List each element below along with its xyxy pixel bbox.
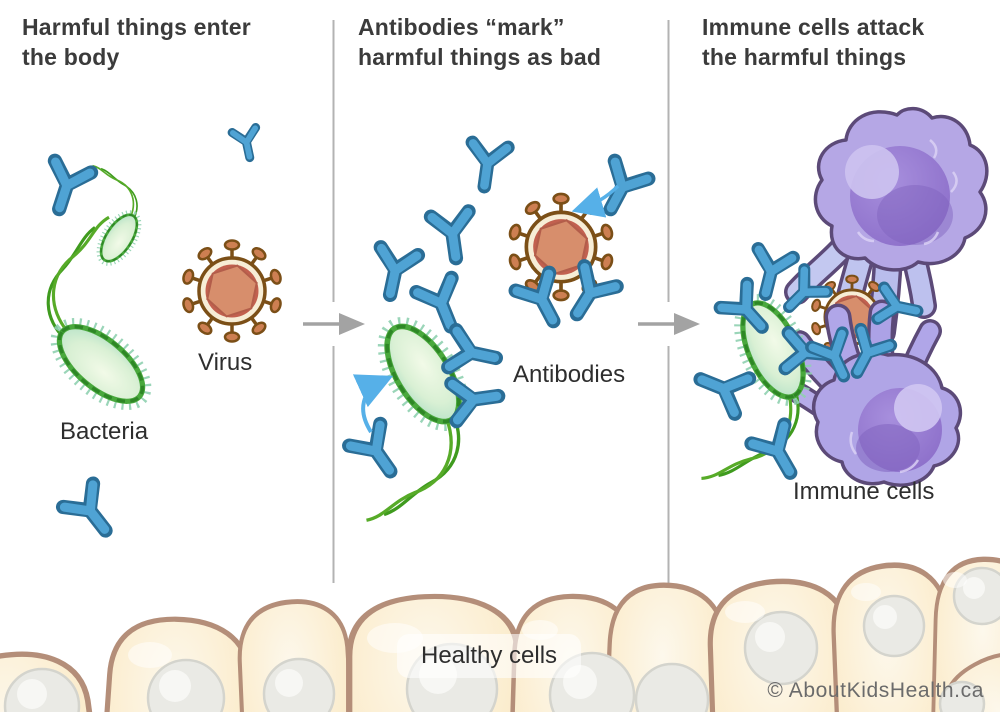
antibodies-label: Antibodies [513,361,626,388]
flow-arrow-icon [636,311,702,337]
bacteria-label: Bacteria [60,418,149,445]
mark-arrow-icon [571,184,620,218]
virus-icon [182,241,282,342]
immune-cells-label: Immune cells [793,478,935,505]
antibody-icon [41,161,91,215]
antibody-icon [63,484,120,543]
healthy-cells-label: Healthy cells [397,634,582,678]
panel-2-title: Antibodies “mark” harmful things as bad [358,14,602,70]
credit-text: © AboutKidsHealth.ca [767,679,984,702]
immune-cell-icon [782,299,963,487]
antibody-group [349,142,648,482]
flow-arrow-icon [301,311,367,337]
panel-2-art [286,142,649,525]
panel-1-title: Harmful things enter the body [22,14,251,70]
panel-1-art [11,128,282,543]
panel-3-art [643,106,989,487]
mark-arrow-icon [352,374,394,434]
panel-3-title: Immune cells attack the harmful things [702,14,925,70]
antibody-icon [232,128,261,161]
virus-label: Virus [198,349,253,376]
